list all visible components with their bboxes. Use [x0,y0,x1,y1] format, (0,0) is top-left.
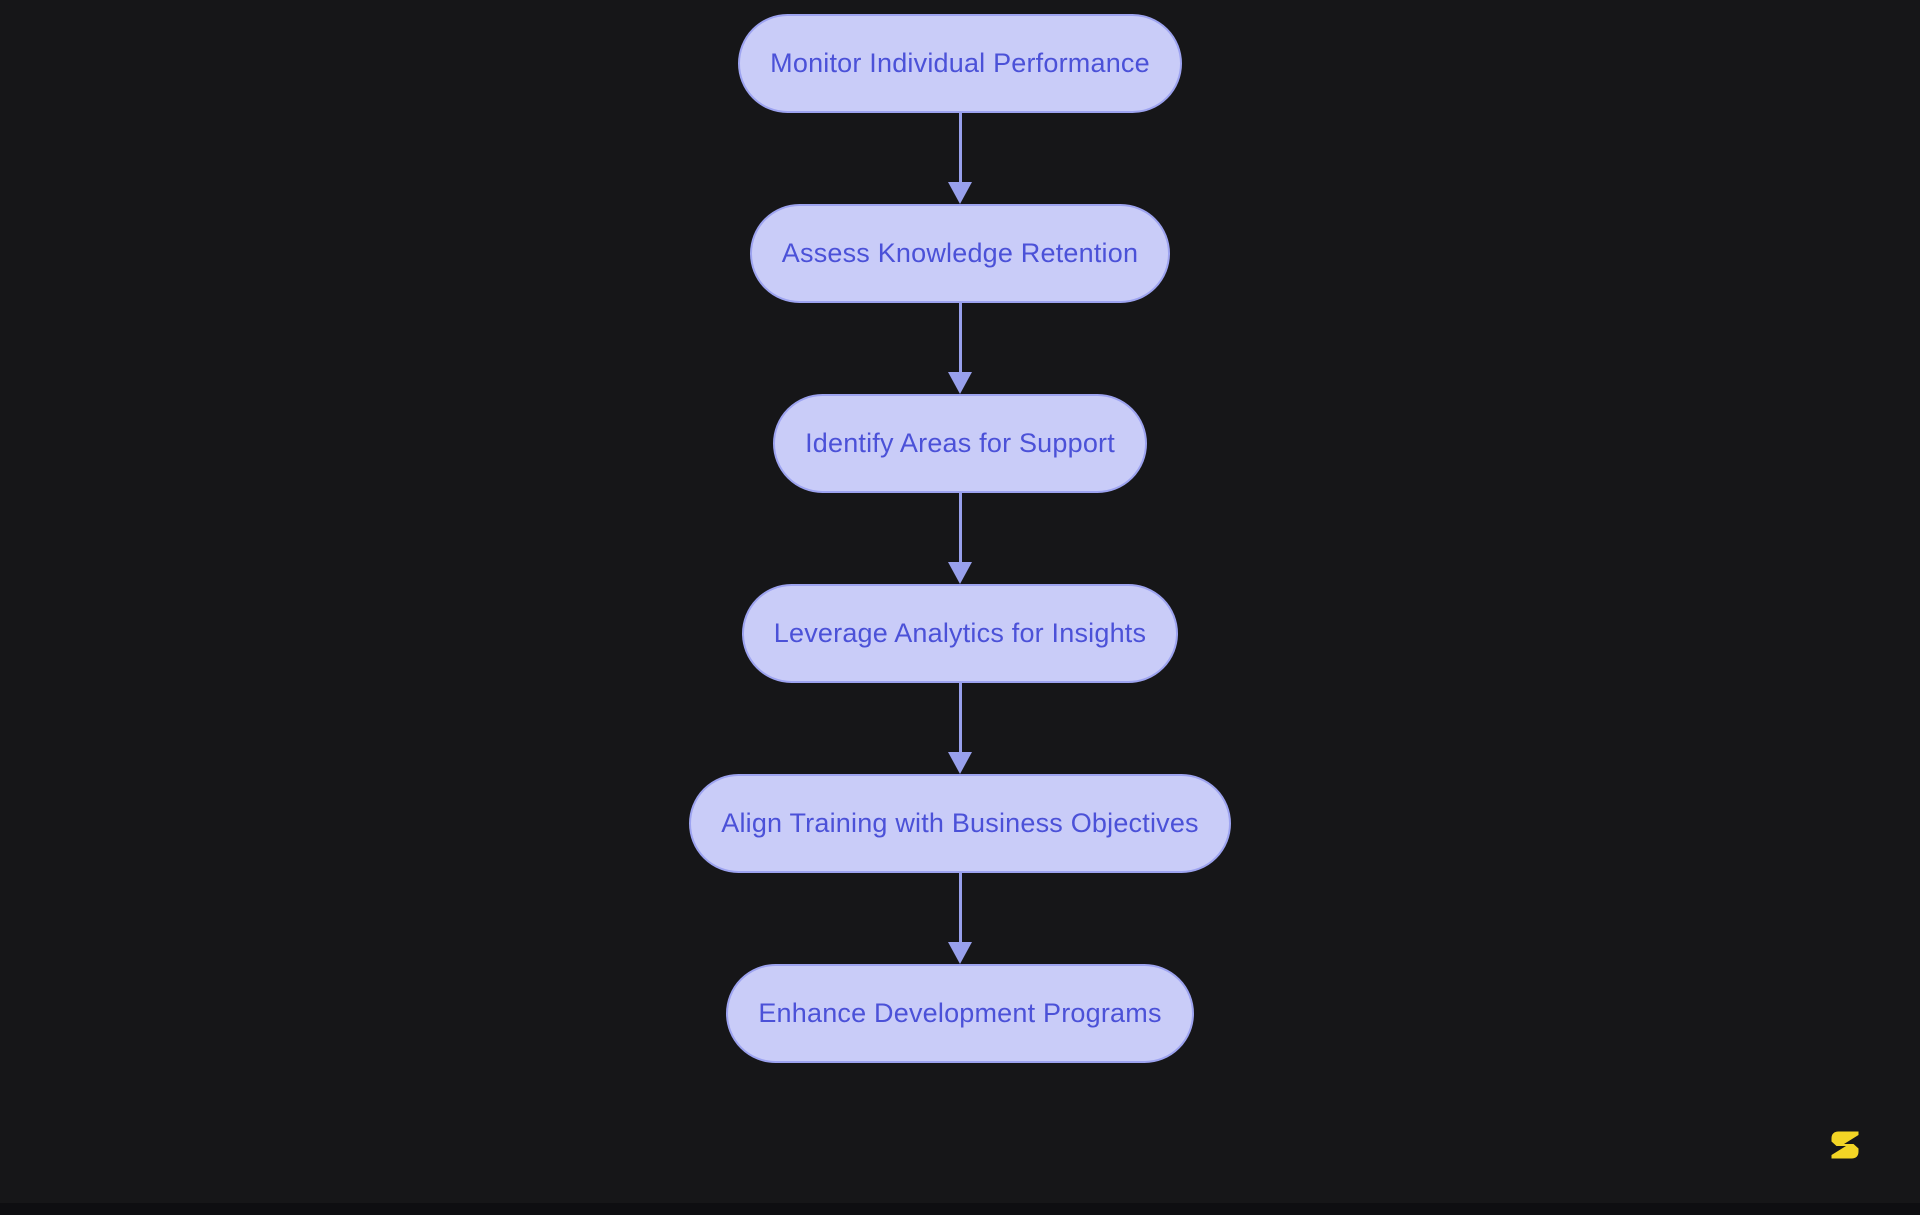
flow-node-label: Enhance Development Programs [758,998,1162,1028]
flow-node-label: Identify Areas for Support [805,428,1115,458]
flow-node-label: Align Training with Business Objectives [721,808,1199,838]
watermark [1829,1128,1861,1162]
arrow-line [958,493,962,562]
flow-arrow [948,873,972,964]
flow-node-label: Assess Knowledge Retention [781,238,1139,268]
arrowhead-icon [948,942,972,964]
flow-node: Identify Areas for Support [773,394,1147,493]
flow-node: Enhance Development Programs [726,964,1194,1063]
flow-arrow [948,113,972,204]
arrowhead-icon [948,562,972,584]
arrowhead-icon [948,182,972,204]
arrow-line [958,113,962,182]
flow-node-label: Monitor Individual Performance [770,48,1150,78]
bottom-bar [0,1203,1920,1215]
arrowhead-icon [948,752,972,774]
flow-node: Assess Knowledge Retention [749,204,1171,303]
s-logo-icon [1831,1131,1859,1159]
flow-arrow [948,493,972,584]
arrow-line [958,303,962,372]
flow-node-label: Leverage Analytics for Insights [773,618,1147,648]
flow-node: Monitor Individual Performance [738,14,1182,113]
flow-arrow [948,303,972,394]
arrowhead-icon [948,372,972,394]
flow-arrow [948,683,972,774]
flow-node: Leverage Analytics for Insights [741,584,1179,683]
flow-node: Align Training with Business Objectives [689,774,1231,873]
arrow-line [958,873,962,942]
arrow-line [958,683,962,752]
s-logo-path [1831,1131,1859,1159]
